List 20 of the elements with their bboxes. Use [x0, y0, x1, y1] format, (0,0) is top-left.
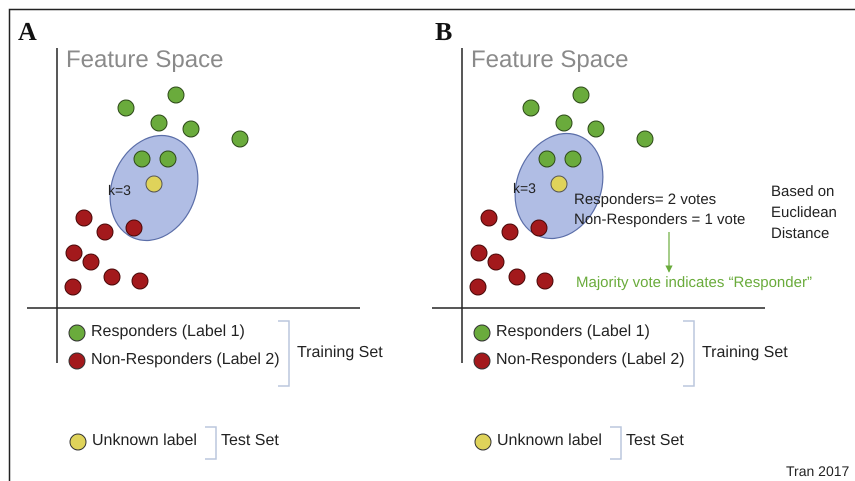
chart-title: Feature Space: [471, 46, 628, 74]
legend-label: Responders (Label 1): [91, 323, 245, 342]
group-label: Training Set: [297, 344, 383, 362]
cluster-label: k=3: [108, 182, 131, 198]
note-text: Based on Euclidean Distance: [771, 182, 838, 244]
arrow: [665, 232, 673, 273]
legend-label: Responders (Label 1): [496, 323, 650, 342]
group-label: Test Set: [626, 432, 684, 450]
cluster-label: k=3: [513, 180, 536, 196]
legend-label: Unknown label: [92, 432, 197, 450]
legend-label: Non-Responders (Label 2): [496, 351, 685, 370]
annotation-text: Majority vote indicates “Responder”: [576, 273, 813, 293]
legend-label: Unknown label: [497, 432, 602, 450]
source-note: Tran 2017: [786, 463, 850, 480]
group-label: Training Set: [702, 344, 788, 362]
panel-letter: A: [18, 17, 37, 47]
legend-label: Non-Responders (Label 2): [91, 351, 280, 370]
chart-title: Feature Space: [66, 46, 224, 74]
panel-letter: B: [435, 17, 452, 47]
group-label: Test Set: [221, 432, 279, 450]
